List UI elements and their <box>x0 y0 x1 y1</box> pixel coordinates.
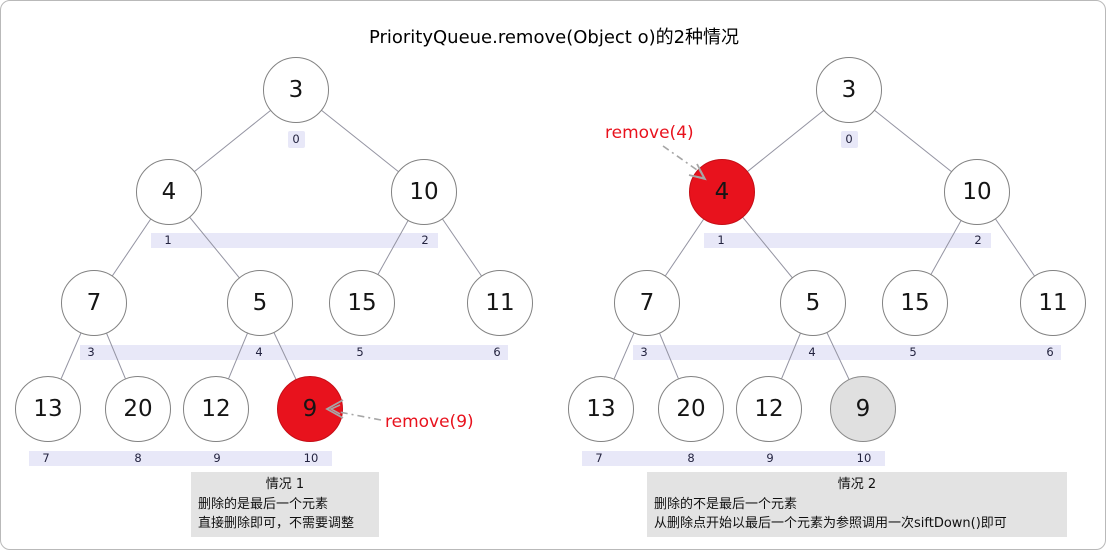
right-node-4-value: 5 <box>805 290 821 316</box>
right-index-2: 2 <box>974 233 982 247</box>
right-index-4: 4 <box>808 345 816 359</box>
left-node-3-value: 7 <box>86 290 102 316</box>
right-index-0: 0 <box>845 132 853 146</box>
left-index-3: 3 <box>87 345 95 359</box>
remove4-arrow-line <box>662 145 698 171</box>
right-index-1: 1 <box>717 233 725 247</box>
left-index-0: 0 <box>292 132 300 146</box>
case2-line1: 删除的不是最后一个元素 <box>654 496 798 512</box>
left-index-4: 4 <box>255 345 263 359</box>
left-node-0-value: 3 <box>288 77 304 103</box>
remove9-arrow-line <box>338 411 382 421</box>
right-node-5-value: 15 <box>900 290 930 316</box>
right-node-5: 15 <box>882 270 948 336</box>
right-node-7-value: 13 <box>586 396 616 422</box>
index-band-level3-left <box>29 451 332 466</box>
left-node-4-value: 5 <box>252 290 268 316</box>
remove9-arrowhead-icon <box>325 399 344 419</box>
left-node-5-value: 15 <box>347 290 377 316</box>
left-index-8: 8 <box>134 451 142 465</box>
left-index-5: 5 <box>356 345 364 359</box>
right-node-3-value: 7 <box>639 290 655 316</box>
right-node-8: 20 <box>658 376 724 442</box>
left-node-7: 13 <box>15 376 81 442</box>
remove9-label: remove(9) <box>385 412 474 432</box>
right-node-2-value: 10 <box>962 179 992 205</box>
right-node-7: 13 <box>568 376 634 442</box>
left-node-2-value: 10 <box>409 179 439 205</box>
right-node-10-value: 9 <box>855 396 871 422</box>
right-node-8-value: 20 <box>676 396 706 422</box>
left-node-3: 7 <box>61 270 127 336</box>
index-band-level0-left <box>288 131 305 148</box>
right-index-9: 9 <box>766 451 774 465</box>
right-node-3: 7 <box>614 270 680 336</box>
index-band-level0-right <box>841 131 858 148</box>
index-band-level2-right <box>633 345 1061 360</box>
left-node-10-removed: 9 <box>277 376 343 442</box>
case1-caption: 情况 1 删除的是最后一个元素 直接删除即可，不需要调整 <box>191 472 379 537</box>
left-index-2: 2 <box>421 233 429 247</box>
left-node-10-value: 9 <box>302 396 318 422</box>
right-node-4: 5 <box>780 270 846 336</box>
case1-line2: 直接删除即可，不需要调整 <box>198 516 355 531</box>
left-node-7-value: 13 <box>33 396 63 422</box>
index-band-level1-left <box>151 233 438 248</box>
left-node-8: 20 <box>105 376 171 442</box>
case2-caption: 情况 2 删除的不是最后一个元素 从删除点开始以最后一个元素为参照调用一次sif… <box>647 472 1067 537</box>
right-node-10-last: 9 <box>830 376 896 442</box>
left-node-2: 10 <box>391 159 457 225</box>
left-node-4: 5 <box>227 270 293 336</box>
right-index-5: 5 <box>909 345 917 359</box>
case2-line2: 从删除点开始以最后一个元素为参照调用一次siftDown()即可 <box>654 516 1007 531</box>
left-node-1: 4 <box>136 159 202 225</box>
right-node-9-value: 12 <box>754 396 784 422</box>
left-index-10: 10 <box>303 451 319 465</box>
right-index-6: 6 <box>1046 345 1054 359</box>
right-node-9: 12 <box>736 376 802 442</box>
left-node-9-value: 12 <box>201 396 231 422</box>
left-index-7: 7 <box>42 451 50 465</box>
left-index-1: 1 <box>164 233 172 247</box>
left-node-0: 3 <box>263 57 329 123</box>
diagram-title: PriorityQueue.remove(Object o)的2种情况 <box>368 27 740 48</box>
remove4-label: remove(4) <box>605 123 694 143</box>
left-node-1-value: 4 <box>161 179 177 205</box>
left-node-6: 11 <box>467 270 533 336</box>
case2-heading: 情况 2 <box>837 477 877 492</box>
right-index-10: 10 <box>856 451 872 465</box>
left-index-6: 6 <box>493 345 501 359</box>
right-node-2: 10 <box>944 159 1010 225</box>
left-node-5: 15 <box>329 270 395 336</box>
right-index-3: 3 <box>640 345 648 359</box>
right-node-6: 11 <box>1020 270 1086 336</box>
case1-heading: 情况 1 <box>265 477 305 492</box>
right-node-0-value: 3 <box>841 77 857 103</box>
right-index-7: 7 <box>595 451 603 465</box>
right-node-0: 3 <box>816 57 882 123</box>
index-band-level2-left <box>80 345 508 360</box>
index-band-level3-right <box>582 451 885 466</box>
right-node-1-value: 4 <box>714 179 730 205</box>
left-node-6-value: 11 <box>485 290 515 316</box>
right-index-8: 8 <box>687 451 695 465</box>
left-index-9: 9 <box>213 451 221 465</box>
right-node-6-value: 11 <box>1038 290 1068 316</box>
left-node-9: 12 <box>183 376 249 442</box>
left-node-8-value: 20 <box>123 396 153 422</box>
case1-line1: 删除的是最后一个元素 <box>198 496 329 512</box>
index-band-level1-right <box>704 233 991 248</box>
